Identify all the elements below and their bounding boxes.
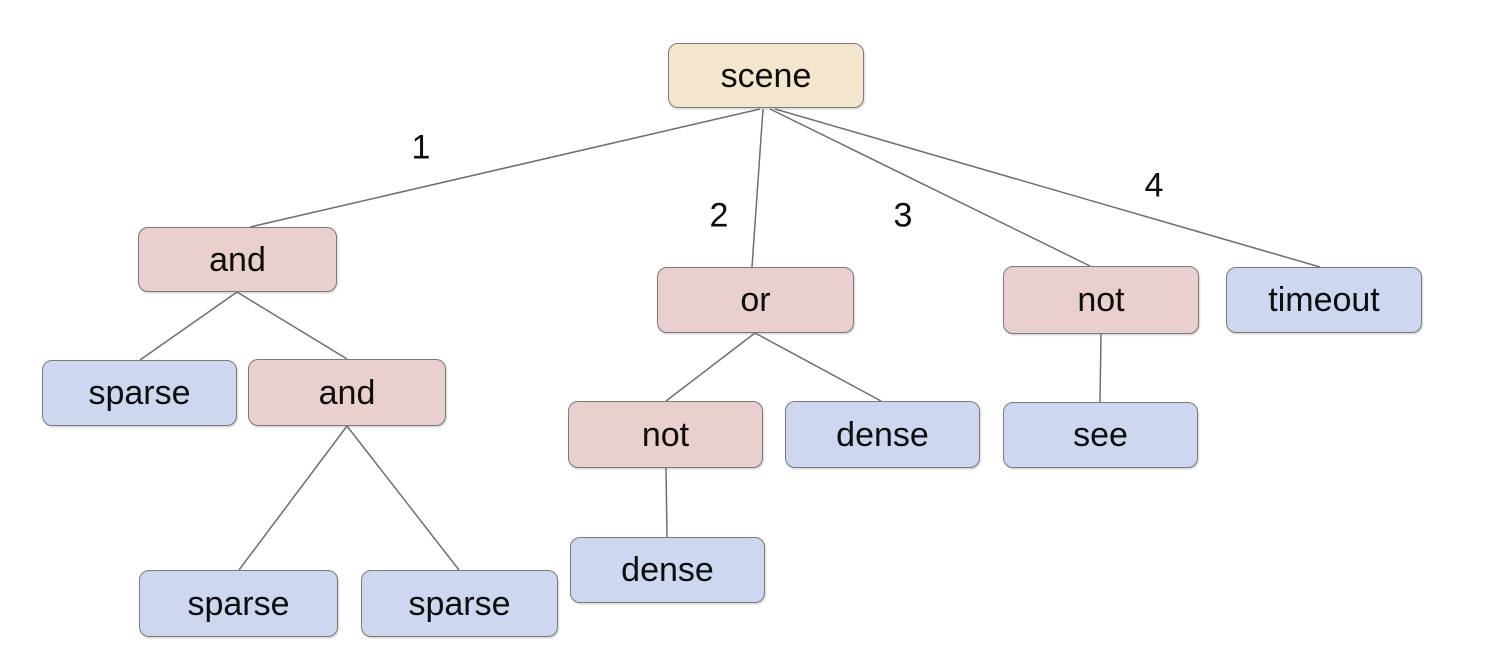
tree-node-and-2: and xyxy=(248,359,446,426)
tree-node-dense-1: dense xyxy=(785,401,980,468)
edge-label-2: 2 xyxy=(709,196,729,235)
edge-and-2-to-sparse-3 xyxy=(346,425,460,571)
edge-scene-to-or-1 xyxy=(751,108,764,268)
edge-scene-to-timeout-1 xyxy=(774,108,1321,268)
tree-node-sparse-3: sparse xyxy=(361,570,558,637)
edge-label-3: 3 xyxy=(893,196,913,235)
edge-and-1-to-sparse-1 xyxy=(139,291,238,361)
edge-not-1-to-see-1 xyxy=(1099,333,1102,403)
edge-and-1-to-and-2 xyxy=(236,291,348,360)
edge-or-1-to-dense-1 xyxy=(754,332,882,402)
edge-not-2-to-dense-2 xyxy=(665,467,668,538)
edge-label-4: 4 xyxy=(1144,166,1164,205)
tree-node-and-1: and xyxy=(138,227,337,292)
tree-node-not-2: not xyxy=(568,401,763,468)
edge-scene-to-and-1 xyxy=(249,108,761,228)
tree-node-not-1: not xyxy=(1003,266,1199,334)
edge-and-2-to-sparse-2 xyxy=(238,425,348,571)
tree-node-scene: scene xyxy=(668,43,864,108)
tree-node-sparse-1: sparse xyxy=(42,360,237,426)
tree-node-dense-2: dense xyxy=(570,537,765,603)
tree-node-sparse-2: sparse xyxy=(139,570,338,637)
tree-node-timeout-1: timeout xyxy=(1226,267,1422,333)
edge-or-1-to-not-2 xyxy=(665,332,756,402)
tree-node-see-1: see xyxy=(1003,402,1198,468)
edge-scene-to-not-1 xyxy=(769,108,1091,267)
edge-label-1: 1 xyxy=(411,128,431,167)
tree-node-or-1: or xyxy=(657,267,854,333)
